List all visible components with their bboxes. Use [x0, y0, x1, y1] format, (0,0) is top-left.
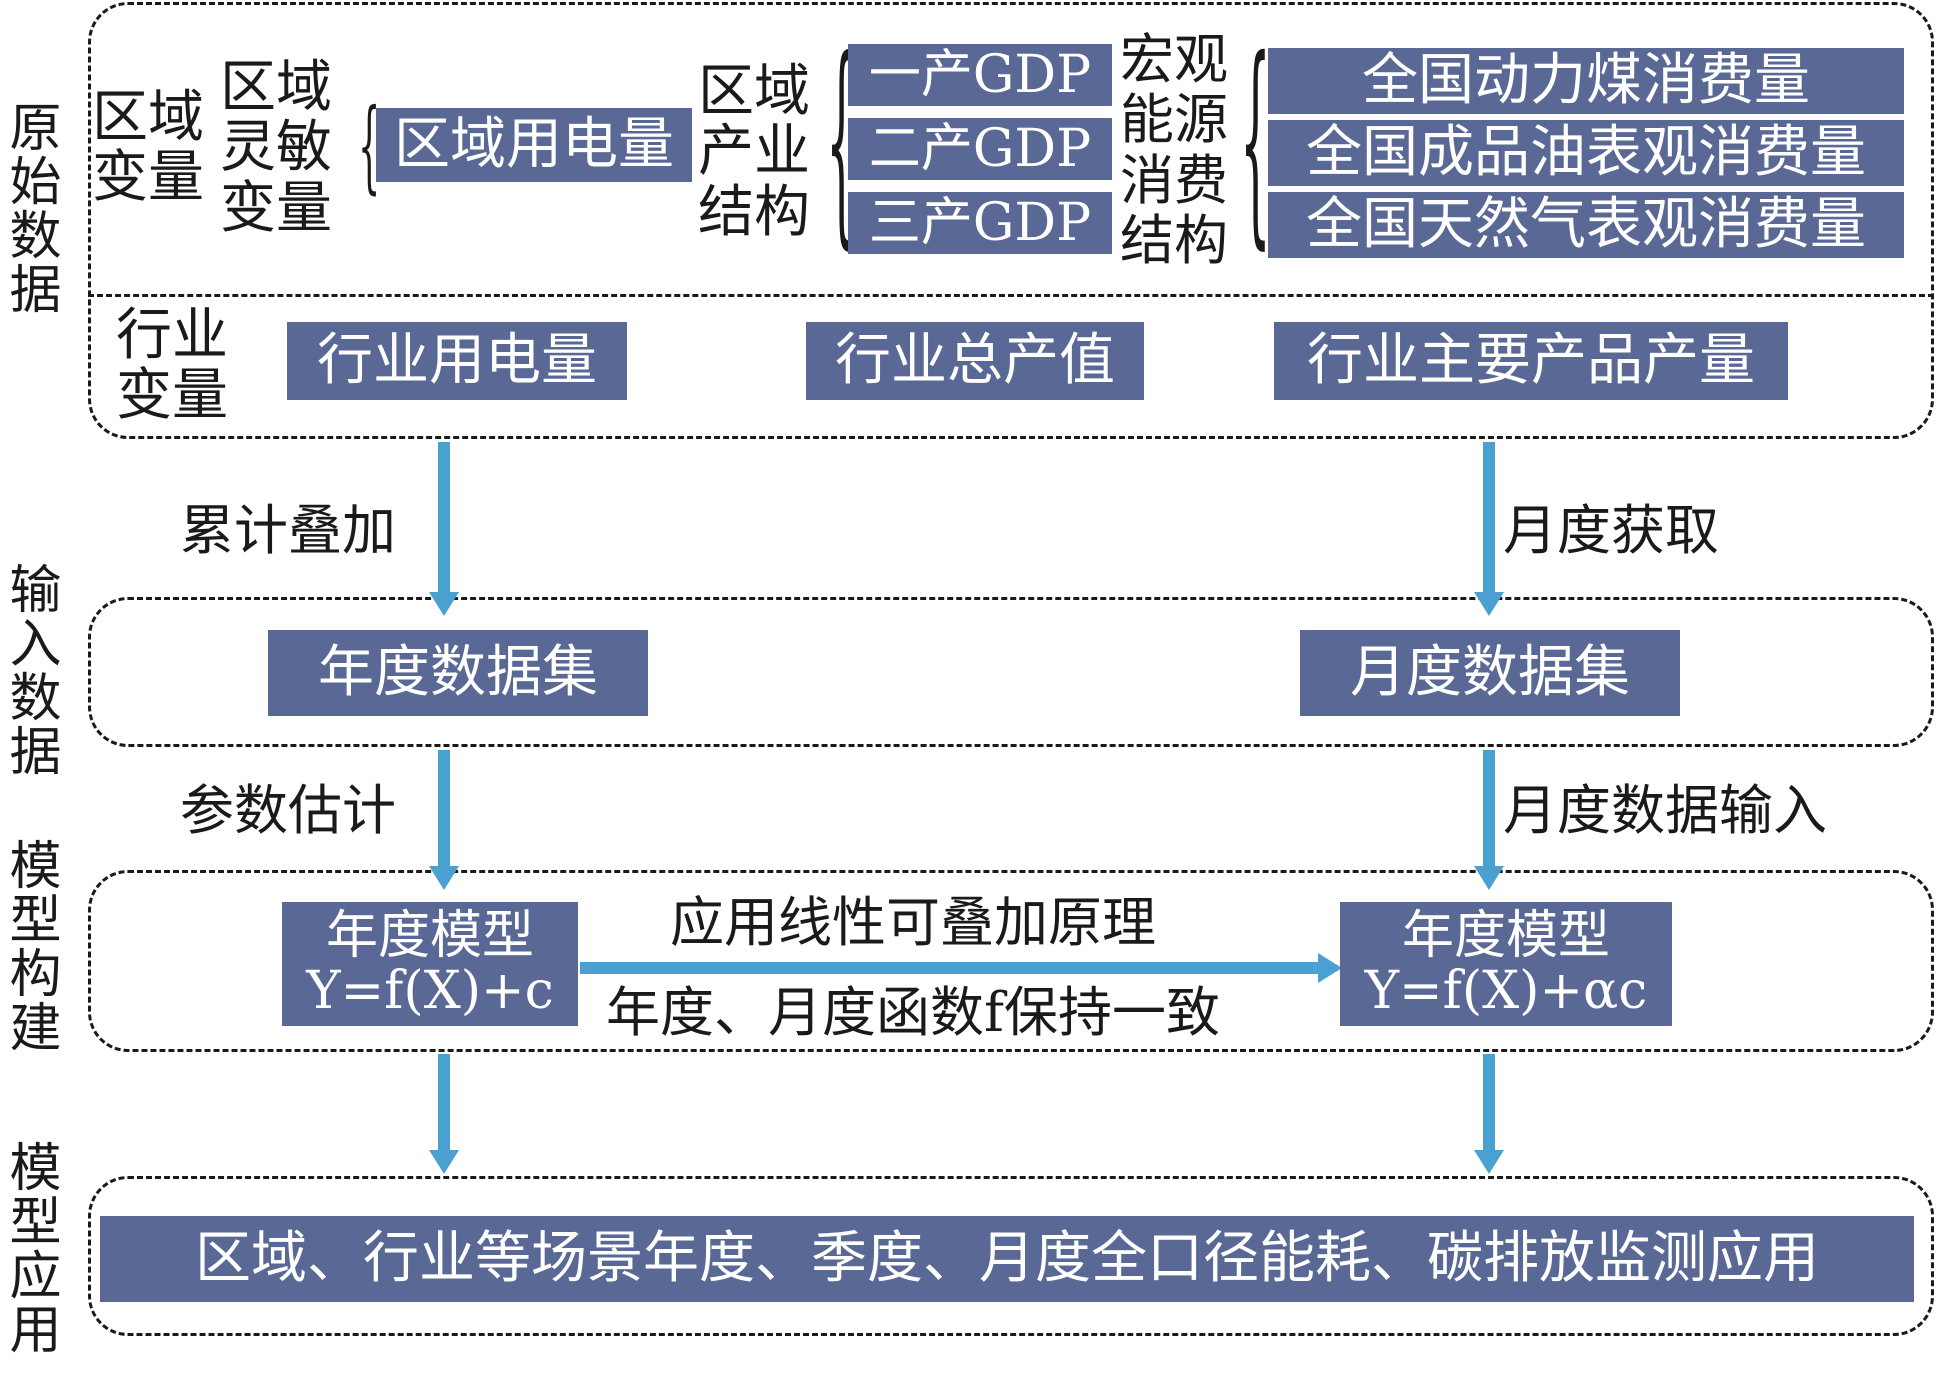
region-power-box: 区域用电量 [376, 108, 692, 182]
region-vars-line: 变量 [92, 145, 204, 211]
monthly-fetch-label: 月度获取 [1503, 499, 1719, 562]
section-label-input: 输入数据 [0, 562, 60, 778]
input-data-container [88, 597, 1934, 747]
industry-products-box: 行业主要产品产量 [1274, 322, 1788, 400]
industry-power-box: 行业用电量 [287, 322, 627, 400]
arrow-param-estimate [429, 750, 459, 890]
accumulate-label: 累计叠加 [180, 499, 396, 562]
sensitive-vars-line: 区域 [220, 55, 332, 120]
macro-energy-label: 宏观 能源 消费 结构 [1120, 28, 1228, 273]
arrow-accumulate [429, 442, 459, 616]
brace-sensitive: { [358, 87, 381, 204]
sensitive-vars-line: 变量 [220, 175, 332, 241]
monthly-dataset-box: 月度数据集 [1300, 630, 1680, 716]
raw-data-divider [88, 294, 1934, 297]
section-label-apply: 模型应用 [0, 1140, 60, 1356]
gdp-primary-box: 一产GDP [848, 44, 1112, 106]
macro-energy-line: 结构 [1120, 209, 1228, 273]
raw-data-container [88, 2, 1934, 439]
industry-structure-line: 产业 [698, 119, 810, 185]
section-label-raw: 原始数据 [0, 100, 60, 316]
brace-energy: { [1240, 12, 1271, 268]
industry-structure-line: 区域 [698, 59, 810, 124]
monthly-model-box: 年度模型 Y=f(X)+αc [1340, 902, 1672, 1026]
oil-consumption-box: 全国成品油表观消费量 [1268, 120, 1904, 186]
coal-consumption-box: 全国动力煤消费量 [1268, 48, 1904, 114]
section-label-build: 模型构建 [0, 838, 60, 1054]
annual-model-box: 年度模型 Y=f(X)+c [282, 902, 578, 1026]
macro-energy-line: 能源 [1120, 88, 1228, 152]
monthly-input-label: 月度数据输入 [1503, 779, 1827, 842]
region-vars-label: 区域 变量 [92, 85, 204, 211]
annual-model-formula: Y=f(X)+c [306, 961, 554, 1021]
arrow-monthly-apply [1474, 1054, 1504, 1174]
arrow-linear-superposition [580, 953, 1342, 983]
region-vars-line: 区域 [92, 85, 204, 150]
industry-output-box: 行业总产值 [806, 322, 1144, 400]
arrow-monthly-fetch [1474, 442, 1504, 616]
annual-dataset-box: 年度数据集 [268, 630, 648, 716]
industry-vars-line: 行业 [116, 303, 228, 368]
industry-structure-label: 区域 产业 结构 [698, 59, 810, 245]
gdp-secondary-box: 二产GDP [848, 118, 1112, 180]
param-estimate-label: 参数估计 [180, 779, 396, 842]
sensitive-vars-label: 区域 灵敏 变量 [220, 55, 332, 241]
sensitive-vars-line: 灵敏 [220, 115, 332, 181]
gas-consumption-box: 全国天然气表观消费量 [1268, 192, 1904, 258]
model-build-container [88, 870, 1934, 1052]
industry-vars-label: 行业 变量 [116, 303, 228, 429]
industry-structure-line: 结构 [698, 179, 810, 245]
arrow-annual-apply [429, 1054, 459, 1174]
model-apply-container [88, 1176, 1934, 1336]
arrow-monthly-input [1474, 750, 1504, 890]
macro-energy-line: 消费 [1120, 148, 1228, 212]
monthly-model-title: 年度模型 [1401, 906, 1610, 967]
annual-model-title: 年度模型 [325, 906, 534, 967]
gdp-tertiary-box: 三产GDP [848, 192, 1112, 254]
industry-vars-line: 变量 [116, 363, 228, 429]
macro-energy-line: 宏观 [1120, 28, 1228, 91]
principle-top-label: 应用线性可叠加原理 [670, 891, 1156, 954]
monthly-model-formula: Y=f(X)+αc [1364, 961, 1648, 1021]
principle-bottom-label: 年度、月度函数f保持一致 [606, 981, 1220, 1044]
application-box: 区域、行业等场景年度、季度、月度全口径能耗、碳排放监测应用 [100, 1216, 1914, 1302]
